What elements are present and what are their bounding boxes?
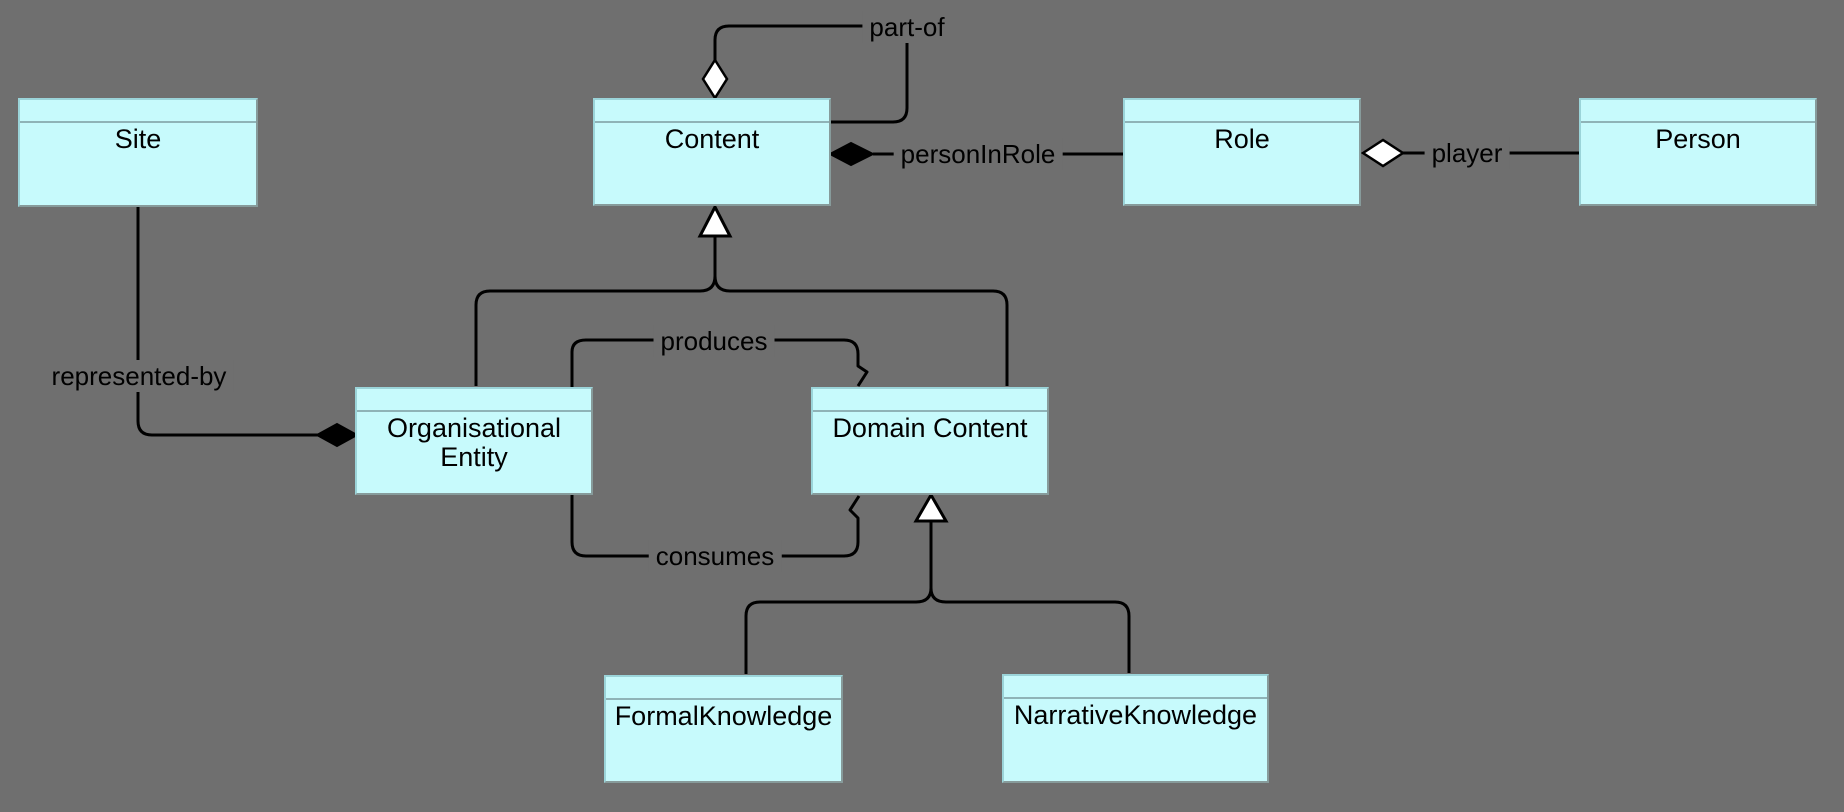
- node-organisational-entity-header: [357, 389, 591, 412]
- edge-generalization-domain-content[interactable]: [744, 491, 1131, 674]
- node-person-header: [1581, 100, 1815, 123]
- node-site[interactable]: Site: [18, 98, 258, 207]
- generalization-branch-left: [744, 587, 933, 674]
- edge-label-part-of[interactable]: part-of: [862, 11, 952, 43]
- node-person[interactable]: Person: [1579, 98, 1817, 206]
- consumes-line: [570, 412, 861, 558]
- edge-consumes[interactable]: [570, 412, 861, 558]
- node-role-label: Role: [1214, 124, 1270, 154]
- composition-diamond: [314, 422, 360, 448]
- composition-diamond: [827, 141, 876, 167]
- node-domain-content[interactable]: Domain Content: [811, 387, 1049, 495]
- edge-label-player[interactable]: player: [1424, 137, 1510, 169]
- produces-line: [570, 338, 869, 412]
- node-site-header: [20, 100, 256, 123]
- node-content[interactable]: Content: [593, 98, 831, 206]
- node-person-label: Person: [1655, 124, 1741, 154]
- node-organisational-entity[interactable]: Organisational Entity: [355, 387, 593, 495]
- node-role[interactable]: Role: [1123, 98, 1361, 206]
- edge-label-represented-by[interactable]: represented-by: [44, 360, 234, 392]
- node-domain-content-header: [813, 389, 1047, 412]
- node-content-label: Content: [664, 124, 760, 154]
- generalization-triangle: [697, 203, 733, 238]
- generalization-branch-right: [929, 587, 1131, 673]
- generalization-branch-left: [474, 275, 717, 386]
- node-formal-knowledge[interactable]: FormalKnowledge: [604, 675, 843, 783]
- node-role-header: [1125, 100, 1359, 123]
- generalization-triangle: [913, 491, 949, 523]
- node-content-header: [595, 100, 829, 123]
- edge-label-consumes[interactable]: consumes: [648, 540, 782, 572]
- node-narrative-knowledge-header: [1004, 676, 1267, 699]
- node-domain-content-label: Domain Content: [832, 413, 1028, 443]
- node-formal-knowledge-label: FormalKnowledge: [614, 701, 833, 731]
- node-narrative-knowledge-label: NarrativeKnowledge: [1013, 700, 1258, 730]
- represented-by-line: [136, 207, 319, 437]
- node-narrative-knowledge[interactable]: NarrativeKnowledge: [1002, 674, 1269, 783]
- edge-represented-by[interactable]: [136, 207, 360, 448]
- node-site-label: Site: [114, 124, 162, 154]
- generalization-branch-right: [713, 275, 1009, 386]
- edge-label-produces[interactable]: produces: [653, 325, 775, 357]
- edge-generalization-content[interactable]: [474, 203, 1009, 386]
- node-formal-knowledge-header: [606, 677, 841, 700]
- node-organisational-entity-label: Organisational Entity: [386, 413, 562, 472]
- edge-label-person-in-role[interactable]: personInRole: [893, 138, 1063, 170]
- edge-produces[interactable]: [570, 338, 869, 412]
- aggregation-diamond: [1360, 138, 1406, 168]
- aggregation-diamond: [701, 57, 729, 101]
